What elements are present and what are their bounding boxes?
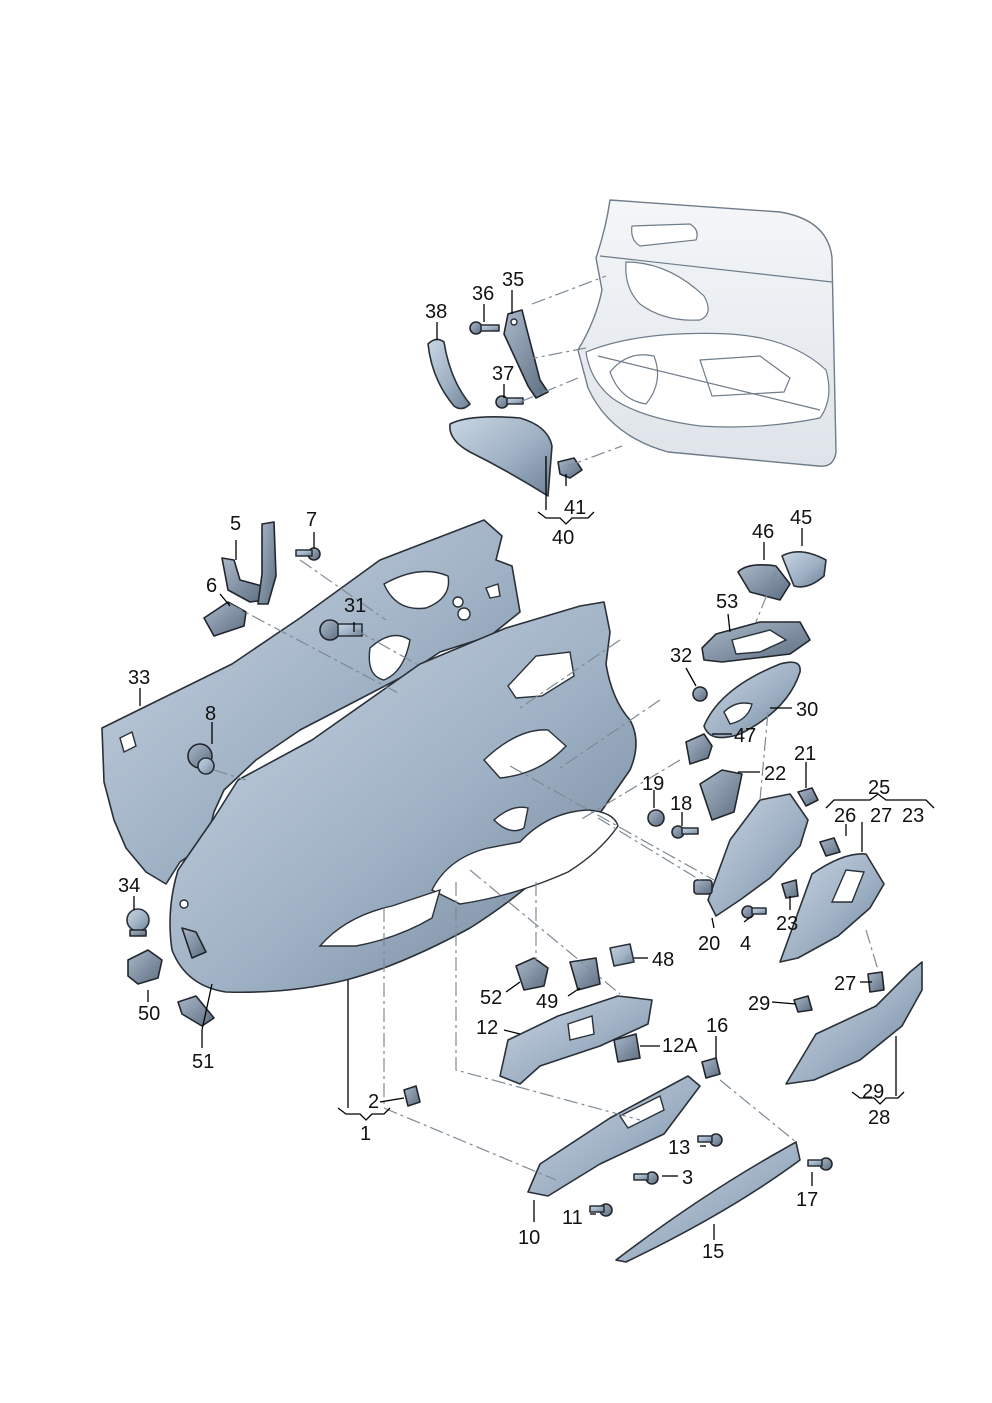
clip-2 [403, 1085, 421, 1107]
cover-45 [781, 551, 827, 588]
screw-4 [741, 905, 767, 919]
callout-12: 12 [476, 1017, 498, 1039]
callout-16: 16 [706, 1015, 728, 1037]
switch-12A [613, 1033, 641, 1063]
callout-11: 11 [562, 1207, 583, 1229]
callout-28: 28 [868, 1107, 890, 1129]
callout-15: 15 [702, 1241, 724, 1263]
callout-53: 53 [716, 591, 738, 613]
handle-bracket-20 [707, 793, 809, 917]
clip-23 [781, 879, 799, 899]
callout-10: 10 [518, 1227, 540, 1249]
callout-32: 32 [670, 645, 692, 667]
switch-52 [515, 957, 549, 991]
screw-13 [697, 1133, 723, 1147]
armrest-cover-40 [449, 416, 553, 497]
bracket-10 [527, 1075, 701, 1197]
callout-38: 38 [425, 301, 447, 323]
callout-37: 37 [492, 363, 514, 385]
callouts: 38 36 35 37 41 40 5 7 6 31 33 8 34 50 51… [118, 269, 924, 1263]
callout-19: 19 [642, 773, 664, 795]
bracket-5-arm [257, 521, 277, 605]
frame-22 [699, 769, 743, 821]
clip-26 [819, 837, 841, 857]
leader-lines [133, 290, 935, 1240]
callout-52: 52 [480, 987, 502, 1009]
trim-strip-28 [785, 961, 923, 1085]
switch-47 [685, 733, 713, 765]
washer-19 [647, 809, 665, 827]
callout-7: 7 [306, 509, 317, 531]
clip-29 [793, 995, 813, 1013]
callout-6: 6 [206, 575, 217, 597]
screw-7 [295, 547, 321, 561]
switch-49 [569, 957, 601, 991]
clip-8 [187, 743, 215, 775]
clip-21 [797, 787, 819, 807]
callout-8: 8 [205, 703, 216, 725]
callout-31: 31 [344, 595, 366, 617]
callout-21: 21 [794, 743, 816, 765]
callout-36: 36 [472, 283, 494, 305]
screw-17 [807, 1157, 833, 1171]
bolt-31 [319, 619, 363, 641]
clip-16 [701, 1057, 721, 1079]
trim-strip-38 [427, 338, 471, 410]
insulation-mat-33 [101, 519, 521, 885]
clip-34 [126, 908, 150, 937]
callout-3: 3 [682, 1167, 693, 1189]
callout-29b: 29 [862, 1081, 884, 1103]
callout-45: 45 [790, 507, 812, 529]
callout-41: 41 [564, 497, 586, 519]
switch-50 [127, 949, 163, 985]
assembly-lines [213, 275, 879, 1181]
callout-25: 25 [868, 777, 890, 799]
callout-27a: 27 [870, 805, 892, 827]
callout-40: 40 [552, 527, 574, 549]
callout-46: 46 [752, 521, 774, 543]
callout-1: 1 [360, 1123, 371, 1145]
screw-36 [469, 321, 500, 335]
clip-41 [557, 457, 583, 479]
callout-12A: 12A [662, 1035, 698, 1057]
callout-51: 51 [192, 1051, 214, 1073]
bracket-35 [503, 309, 549, 399]
armrest-12 [499, 995, 653, 1085]
callout-49: 49 [536, 991, 558, 1013]
callout-13: 13 [668, 1137, 690, 1159]
callout-26: 26 [834, 805, 856, 827]
callout-22: 22 [764, 763, 786, 785]
callout-5: 5 [230, 513, 241, 535]
screw-11 [589, 1203, 613, 1217]
screw-37 [495, 395, 524, 409]
callout-48: 48 [652, 949, 674, 971]
callout-23b: 23 [776, 913, 798, 935]
callout-2: 2 [368, 1091, 379, 1113]
callout-35: 35 [502, 269, 524, 291]
callout-47: 47 [734, 725, 756, 747]
callout-50: 50 [138, 1003, 160, 1025]
callout-29a: 29 [748, 993, 770, 1015]
screw-3 [633, 1171, 659, 1185]
button-48 [609, 943, 635, 967]
callout-17: 17 [796, 1189, 818, 1211]
callout-18: 18 [670, 793, 692, 815]
door-trim-panel-1 [169, 601, 637, 994]
screw-18 [671, 825, 699, 839]
callout-34: 34 [118, 875, 140, 897]
handle-46 [737, 564, 791, 601]
callout-30: 30 [796, 699, 818, 721]
trim-strip-15 [615, 1141, 801, 1263]
washer-32 [692, 686, 708, 702]
callout-27b: 27 [834, 973, 856, 995]
trim-panel-25 [779, 853, 885, 963]
callout-23a: 23 [902, 805, 924, 827]
bracket-6 [203, 601, 247, 637]
clip-27 [867, 971, 885, 993]
callout-4: 4 [740, 933, 751, 955]
callout-33: 33 [128, 667, 150, 689]
reference-door-panel [577, 199, 837, 467]
callout-20: 20 [698, 933, 720, 955]
